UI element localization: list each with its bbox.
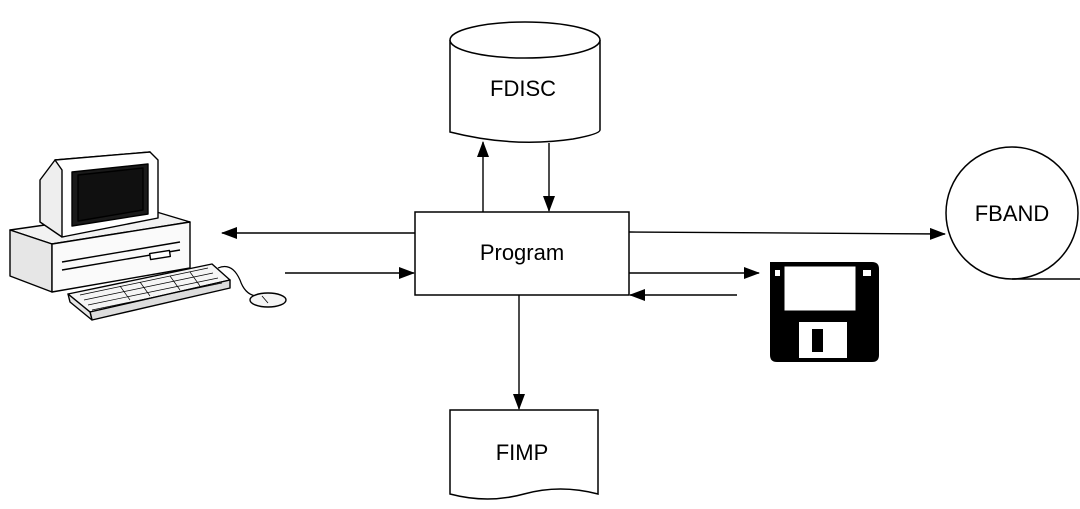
fimp-label: FIMP — [496, 440, 549, 465]
program-box: Program — [414, 211, 630, 296]
fimp-document: FIMP — [449, 409, 599, 500]
floppy-disk-icon — [770, 262, 879, 362]
program-label: Program — [480, 240, 564, 265]
fdisc-storage: FDISC — [449, 21, 601, 143]
fband-label: FBAND — [975, 201, 1050, 226]
arrow-program-to-fband — [628, 227, 946, 240]
fband-tape: FBAND — [945, 146, 1080, 280]
desktop-computer-icon — [9, 151, 287, 321]
connectors — [221, 141, 946, 410]
fdisc-label: FDISC — [490, 76, 556, 101]
